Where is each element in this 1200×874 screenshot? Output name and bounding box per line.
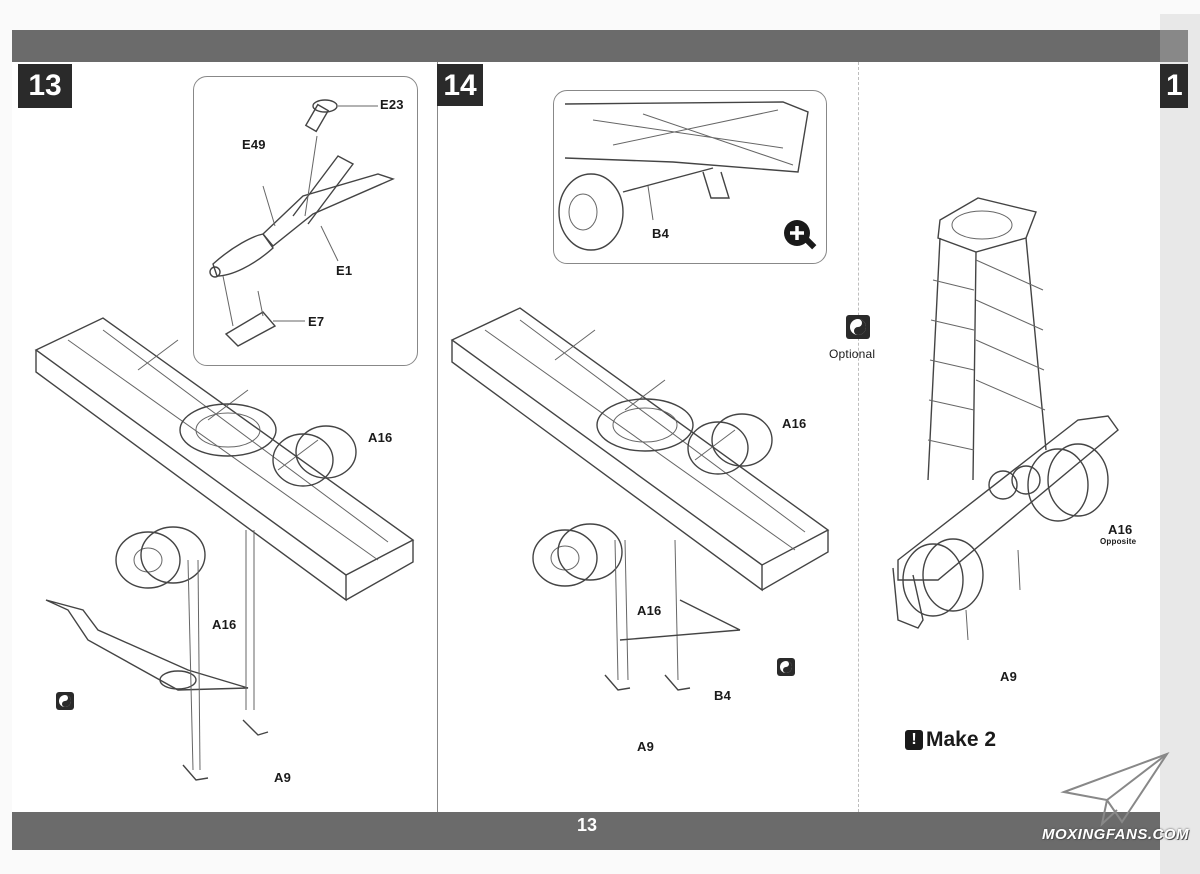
next-step-badge: 1 <box>1160 64 1188 108</box>
step-14-inset <box>553 90 827 264</box>
tow-bar-drawing <box>209 99 395 347</box>
step-13-inset <box>193 76 418 366</box>
optional-legend-label: Optional <box>829 347 876 361</box>
crane-tower-drawing <box>892 197 1119 641</box>
yin-yang-icon <box>846 315 870 339</box>
label-e7: E7 <box>308 314 325 329</box>
make-2-note: ! Make 2 <box>905 728 996 752</box>
yin-yang-icon <box>777 658 795 676</box>
label-opposite: Opposite <box>1100 537 1137 546</box>
step-13-badge: 13 <box>18 64 72 108</box>
magnifier-plus-icon <box>784 220 817 250</box>
next-page-band <box>1160 30 1188 62</box>
footer-band <box>12 812 1160 850</box>
trailer-chassis-step13 <box>34 317 415 781</box>
label-b4-inset: B4 <box>652 226 670 241</box>
step-14-badge: 14 <box>437 64 483 106</box>
label-a16: A16 <box>1108 522 1133 537</box>
label-a9: A9 <box>1000 669 1018 684</box>
make-2-text: Make 2 <box>926 728 997 751</box>
label-e1: E1 <box>336 263 353 278</box>
watermark-text: MOXINGFANS.COM <box>1042 826 1190 843</box>
next-page-edge <box>1160 14 1200 874</box>
exclamation-icon: ! <box>905 730 923 750</box>
header-band <box>12 30 1160 62</box>
label-a9: A9 <box>274 770 292 785</box>
label-b4: B4 <box>714 688 732 703</box>
label-e49: E49 <box>242 137 266 152</box>
page-number: 13 <box>576 815 598 835</box>
label-a9: A9 <box>637 739 655 754</box>
step-divider <box>437 62 438 812</box>
outrigger-detail-drawing <box>558 101 809 251</box>
section-divider <box>858 62 860 812</box>
paper-plane-logo <box>1060 752 1170 827</box>
trailer-chassis-step14 <box>450 307 830 691</box>
label-a16-mid: A16 <box>212 617 237 632</box>
label-a16-top: A16 <box>368 430 393 445</box>
label-a16-right: A16 <box>782 416 807 431</box>
label-a16-left: A16 <box>637 603 662 618</box>
yin-yang-icon <box>56 692 74 710</box>
label-e23: E23 <box>380 97 404 112</box>
